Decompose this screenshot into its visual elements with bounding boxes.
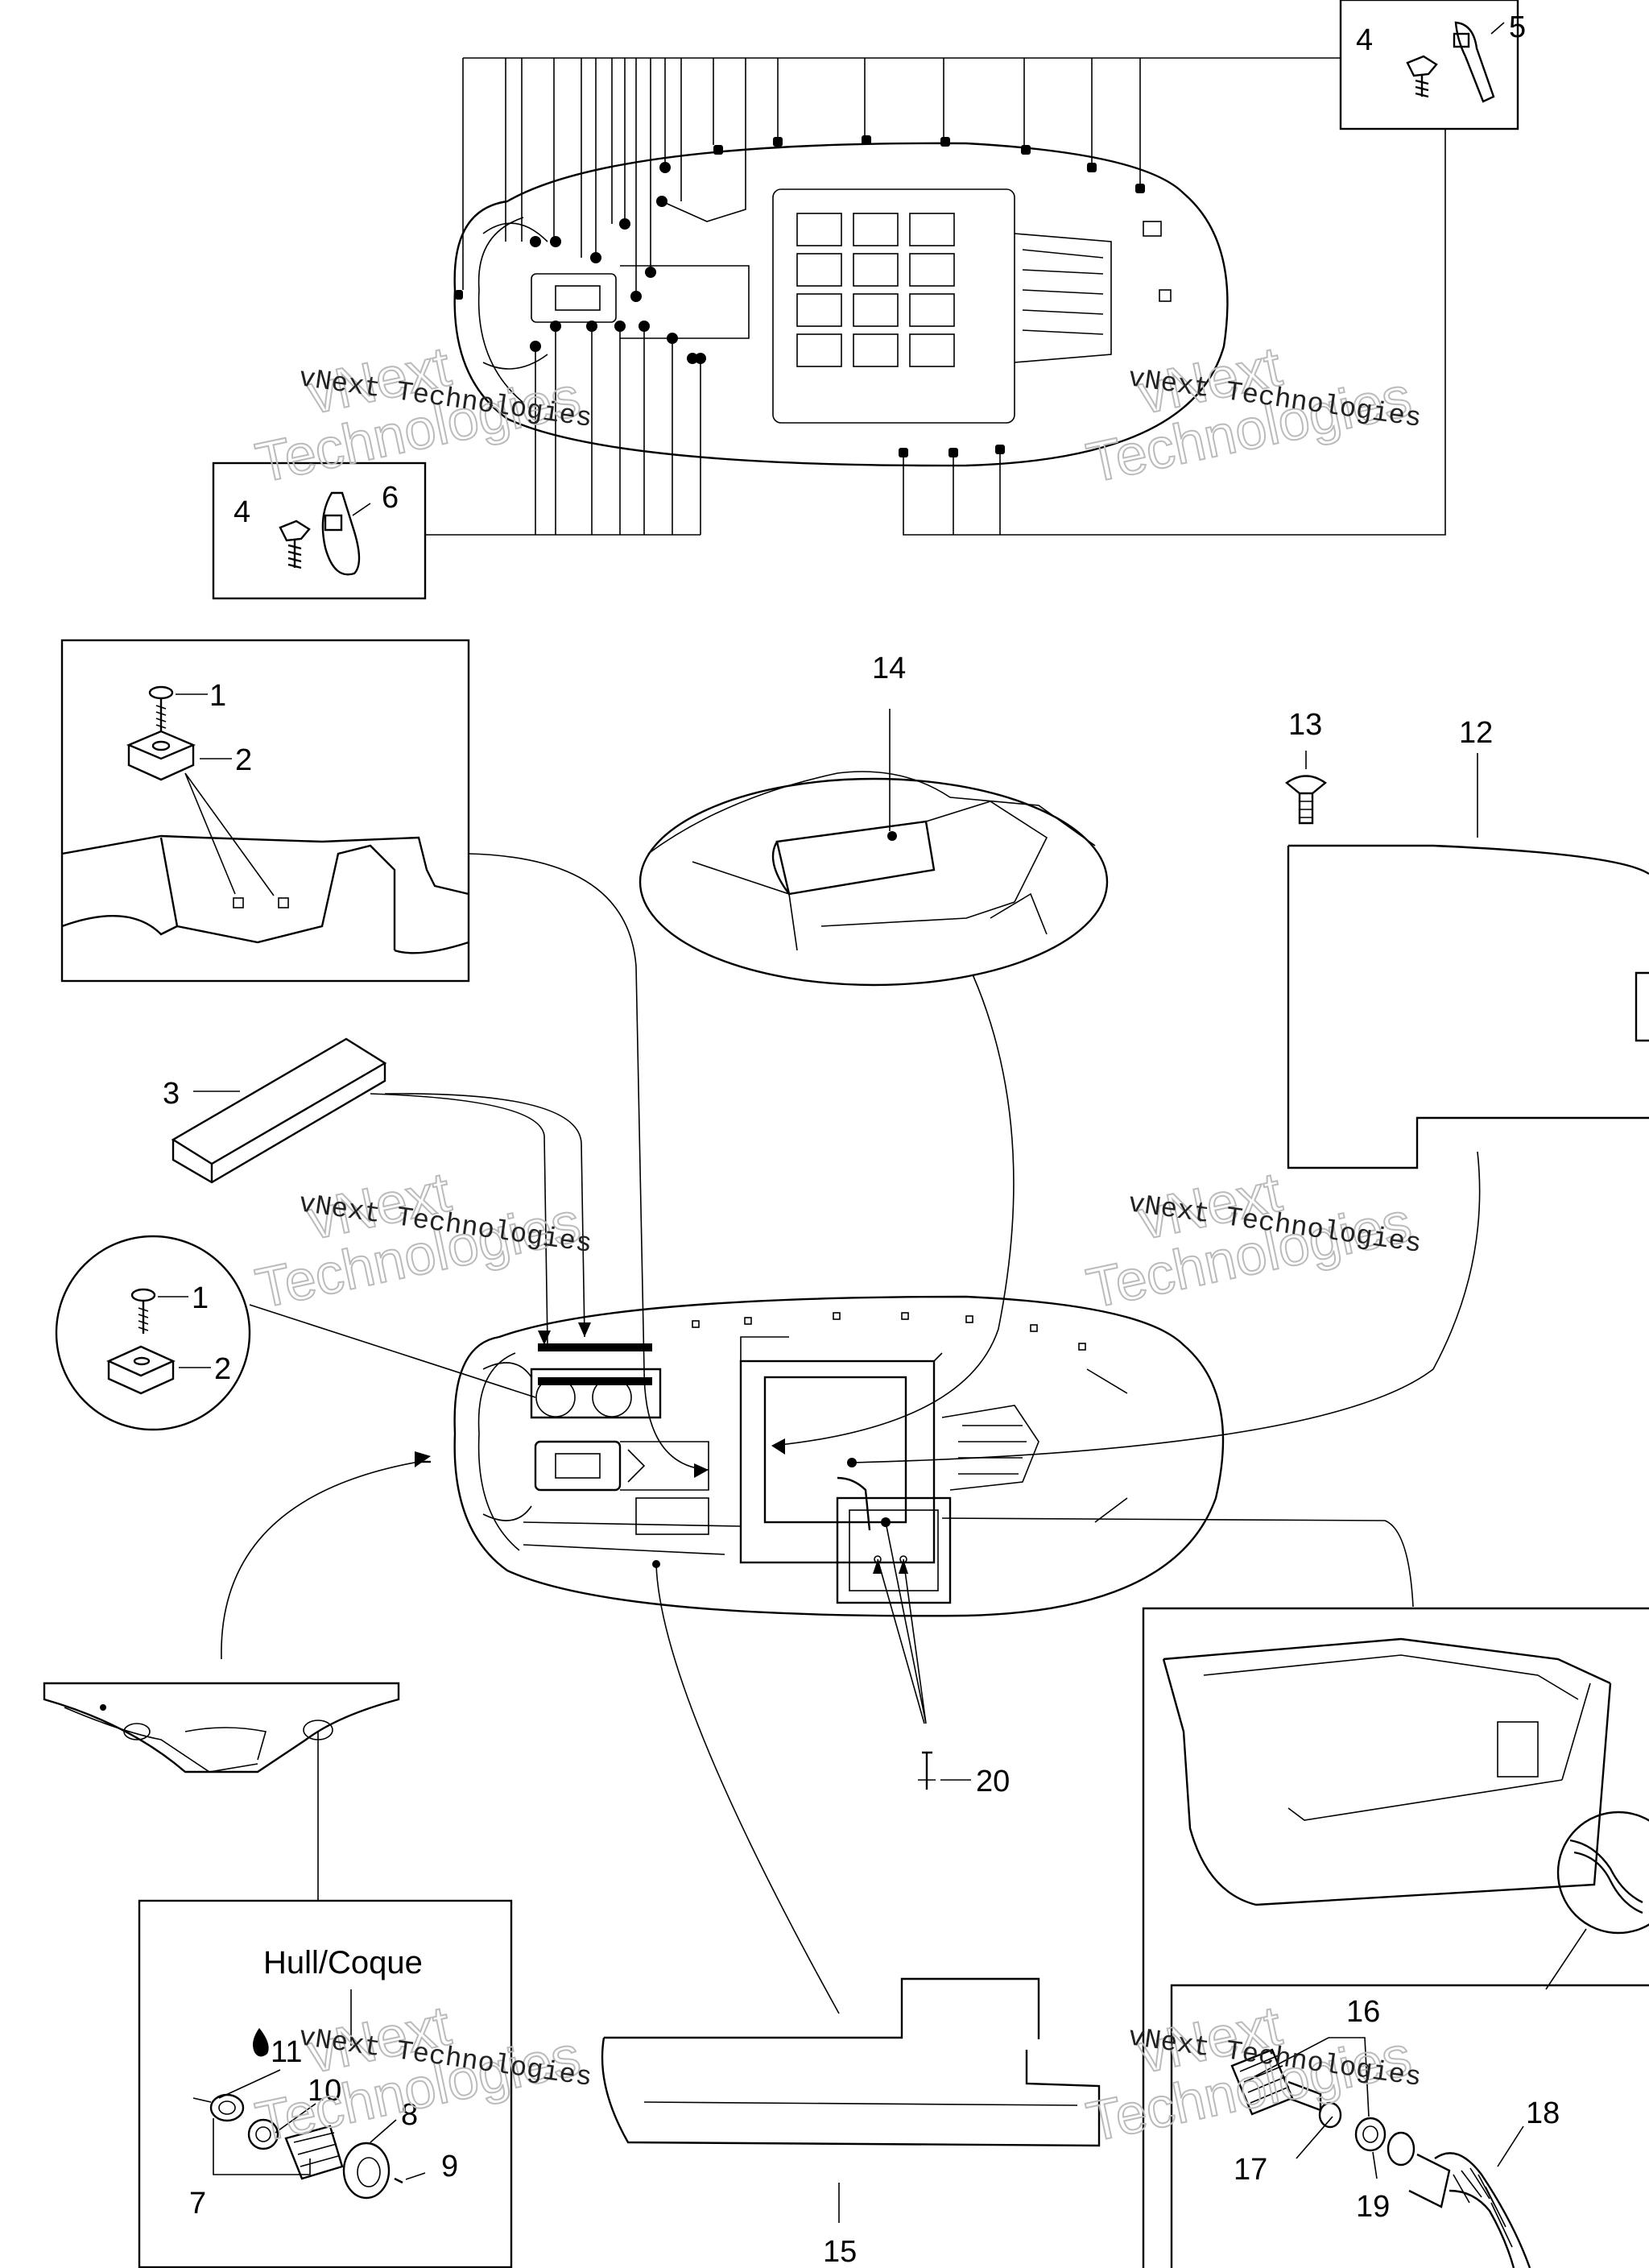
detail-box-drain: Hull/Coque 11 10 7 8 9	[138, 1899, 513, 2268]
callout-2: 2	[214, 1352, 231, 1386]
screw-icon	[279, 519, 311, 569]
hull-coque-label: Hull/Coque	[263, 1945, 423, 1980]
callout-1: 1	[192, 1281, 209, 1315]
leader-curves	[221, 853, 1481, 2014]
fastener-box-4-5: 4 5	[1339, 0, 1526, 130]
callout-16: 16	[1346, 1995, 1380, 2029]
callout-19: 19	[1356, 2190, 1390, 2224]
part-15-panel: 15	[601, 1977, 1101, 2268]
sealant-drop-icon	[253, 2028, 269, 2057]
callout-3: 3	[163, 1077, 180, 1111]
detail-circle-1-2: 1 2	[55, 1235, 251, 1431]
callout-4: 4	[234, 495, 250, 529]
callout-14: 14	[872, 652, 906, 685]
callout-5: 5	[1509, 10, 1526, 44]
callout-17: 17	[1234, 2153, 1267, 2187]
callout-20: 20	[976, 1765, 1010, 1798]
callout-13: 13	[1288, 708, 1322, 742]
rivet-icon	[148, 685, 174, 731]
callout-6: 6	[382, 481, 399, 515]
callout-1: 1	[209, 679, 226, 713]
callout-18: 18	[1526, 2096, 1560, 2130]
top-hull-view	[425, 57, 1446, 536]
callout-2: 2	[235, 743, 252, 777]
hull-rear-view	[43, 1682, 400, 1901]
callout-7: 7	[189, 2187, 206, 2220]
callout-12: 12	[1459, 716, 1493, 750]
screw-icon	[1406, 55, 1438, 98]
main-hull-view	[453, 1295, 1225, 1617]
cable-tie-icon	[321, 491, 361, 576]
part-13-clip: 13	[1285, 708, 1327, 825]
fastener-box-4-6: 4 6	[212, 461, 427, 600]
callout-4: 4	[1356, 23, 1373, 57]
detail-box-fittings: 16 17 18 19	[1170, 1984, 1649, 2268]
block-icon	[126, 730, 196, 781]
callout-9: 9	[441, 2150, 458, 2183]
callout-15: 15	[823, 2235, 857, 2268]
callout-10: 10	[308, 2074, 341, 2108]
detail-ellipse-14: 14	[639, 652, 1109, 987]
cable-tie-icon	[1453, 21, 1495, 103]
arrowheads	[415, 1322, 908, 1574]
callout-11: 11	[271, 2035, 302, 2069]
detail-box-storage	[1142, 1607, 1649, 2268]
callout-8: 8	[401, 2098, 418, 2132]
watermark-6: vNext Technologies	[1081, 1993, 1417, 2154]
part-20-pin: 20	[918, 1751, 1010, 1798]
fitting-parts	[1230, 2048, 1531, 2268]
part-3-foam-bar: 3	[163, 1037, 387, 1184]
detail-box-1-2: 1 2	[60, 639, 470, 983]
part-12-panel: 12	[1287, 716, 1649, 1169]
